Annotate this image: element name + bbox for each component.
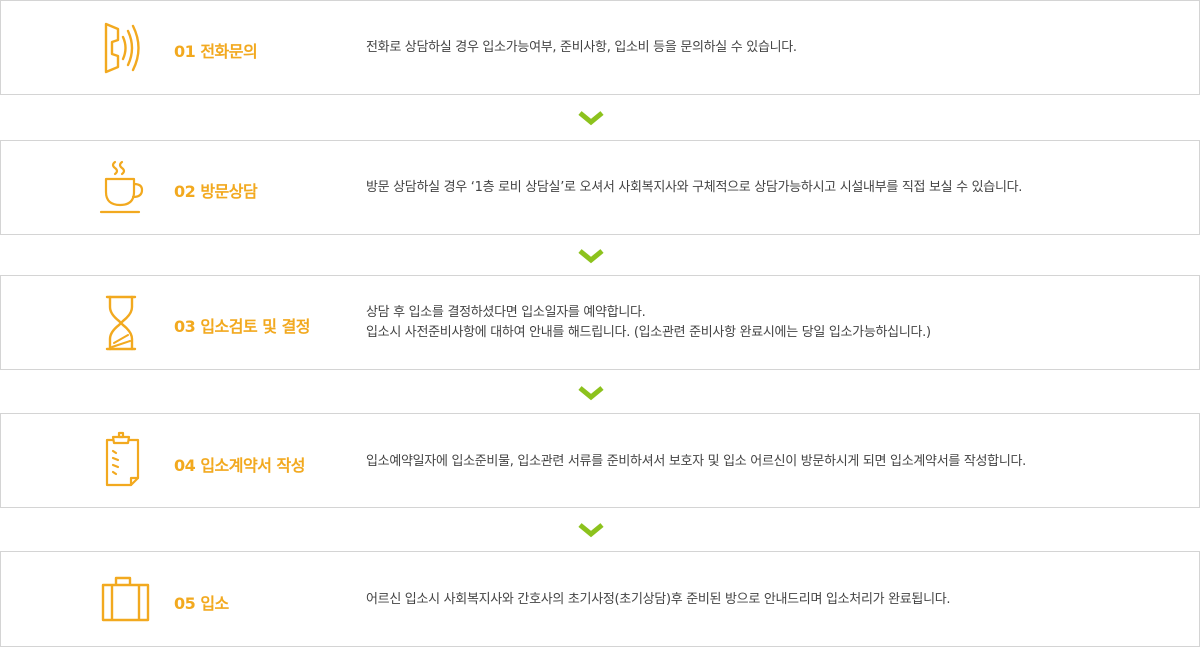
chevron-down-icon — [578, 110, 604, 126]
coffee-cup-icon — [97, 157, 153, 217]
phone-icon — [97, 18, 153, 78]
step-description: 어르신 입소시 사회복지사와 간호사의 초기사정(초기상담)후 준비된 방으로 … — [366, 592, 951, 607]
step-description: 방문 상담하실 경우 ‘1층 로비 상담실’로 오셔서 사회복지사와 구체적으로… — [366, 180, 1023, 195]
chevron-down-icon — [578, 522, 604, 538]
step-description: 상담 후 입소를 결정하셨다면 입소일자를 예약합니다. 입소시 사전준비사항에… — [366, 305, 931, 340]
step-admission: 05 입소 어르신 입소시 사회복지사와 간호사의 초기사정(초기상담)후 준비… — [0, 551, 1200, 647]
step-phone-inquiry: 01 전화문의 전화로 상담하실 경우 입소가능여부, 준비사항, 입소비 등을… — [0, 0, 1200, 95]
clipboard-icon — [97, 431, 153, 491]
step-review-decision: 03 입소검토 및 결정 상담 후 입소를 결정하셨다면 입소일자를 예약합니다… — [0, 275, 1200, 370]
step-contract: 04 입소계약서 작성 입소예약일자에 입소준비물, 입소관련 서류를 준비하셔… — [0, 413, 1200, 508]
chevron-down-icon — [578, 385, 604, 401]
step-title: 05 입소 — [174, 594, 229, 613]
suitcase-icon — [97, 570, 153, 630]
step-title: 02 방문상담 — [174, 182, 258, 201]
step-visit-consultation: 02 방문상담 방문 상담하실 경우 ‘1층 로비 상담실’로 오셔서 사회복지… — [0, 140, 1200, 235]
hourglass-icon — [97, 293, 153, 353]
step-title: 01 전화문의 — [174, 42, 258, 61]
step-title: 04 입소계약서 작성 — [174, 456, 305, 475]
chevron-down-icon — [578, 248, 604, 264]
step-description: 입소예약일자에 입소준비물, 입소관련 서류를 준비하셔서 보호자 및 입소 어… — [366, 454, 1026, 469]
step-title: 03 입소검토 및 결정 — [174, 317, 311, 336]
step-description: 전화로 상담하실 경우 입소가능여부, 준비사항, 입소비 등을 문의하실 수 … — [366, 40, 797, 55]
